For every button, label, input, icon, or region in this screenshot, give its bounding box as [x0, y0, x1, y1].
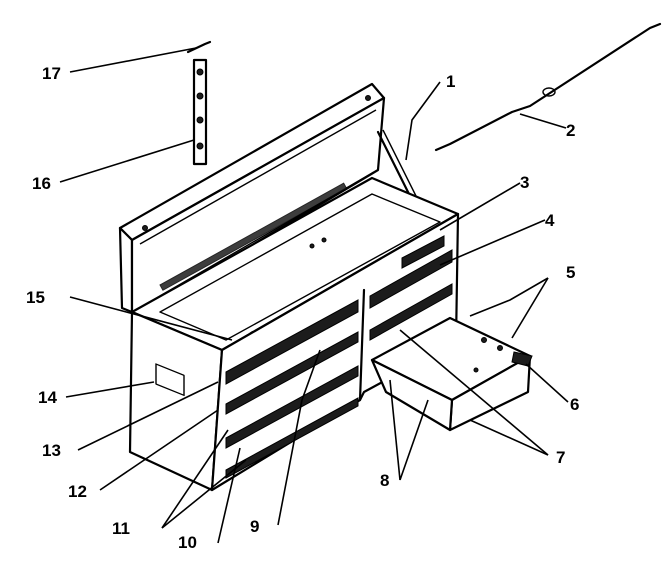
callout-3: 3 — [520, 173, 529, 192]
hinge-strip — [192, 58, 208, 166]
callout-15: 15 — [26, 288, 45, 307]
callout-5: 5 — [566, 263, 575, 282]
callout-4: 4 — [545, 211, 555, 230]
leader-lines — [59, 47, 569, 544]
callout-labels: 1 2 3 4 5 6 7 8 9 10 11 12 13 14 15 16 1… — [26, 64, 579, 552]
callout-7: 7 — [556, 448, 565, 467]
callout-14: 14 — [38, 388, 57, 407]
callout-10: 10 — [178, 533, 197, 552]
open-drawer — [370, 316, 533, 432]
lock-rod — [434, 22, 662, 152]
callout-12: 12 — [68, 482, 87, 501]
hinge-pin — [186, 40, 212, 54]
front-face — [210, 212, 460, 492]
callout-1: 1 — [446, 72, 455, 91]
callout-2: 2 — [566, 121, 575, 140]
callout-9: 9 — [250, 517, 259, 536]
callout-6: 6 — [570, 395, 579, 414]
callout-17: 17 — [42, 64, 61, 83]
callout-8: 8 — [380, 471, 389, 490]
callout-11: 11 — [112, 519, 130, 538]
callout-13: 13 — [42, 441, 61, 460]
callout-16: 16 — [32, 174, 51, 193]
side-handle — [155, 363, 185, 397]
